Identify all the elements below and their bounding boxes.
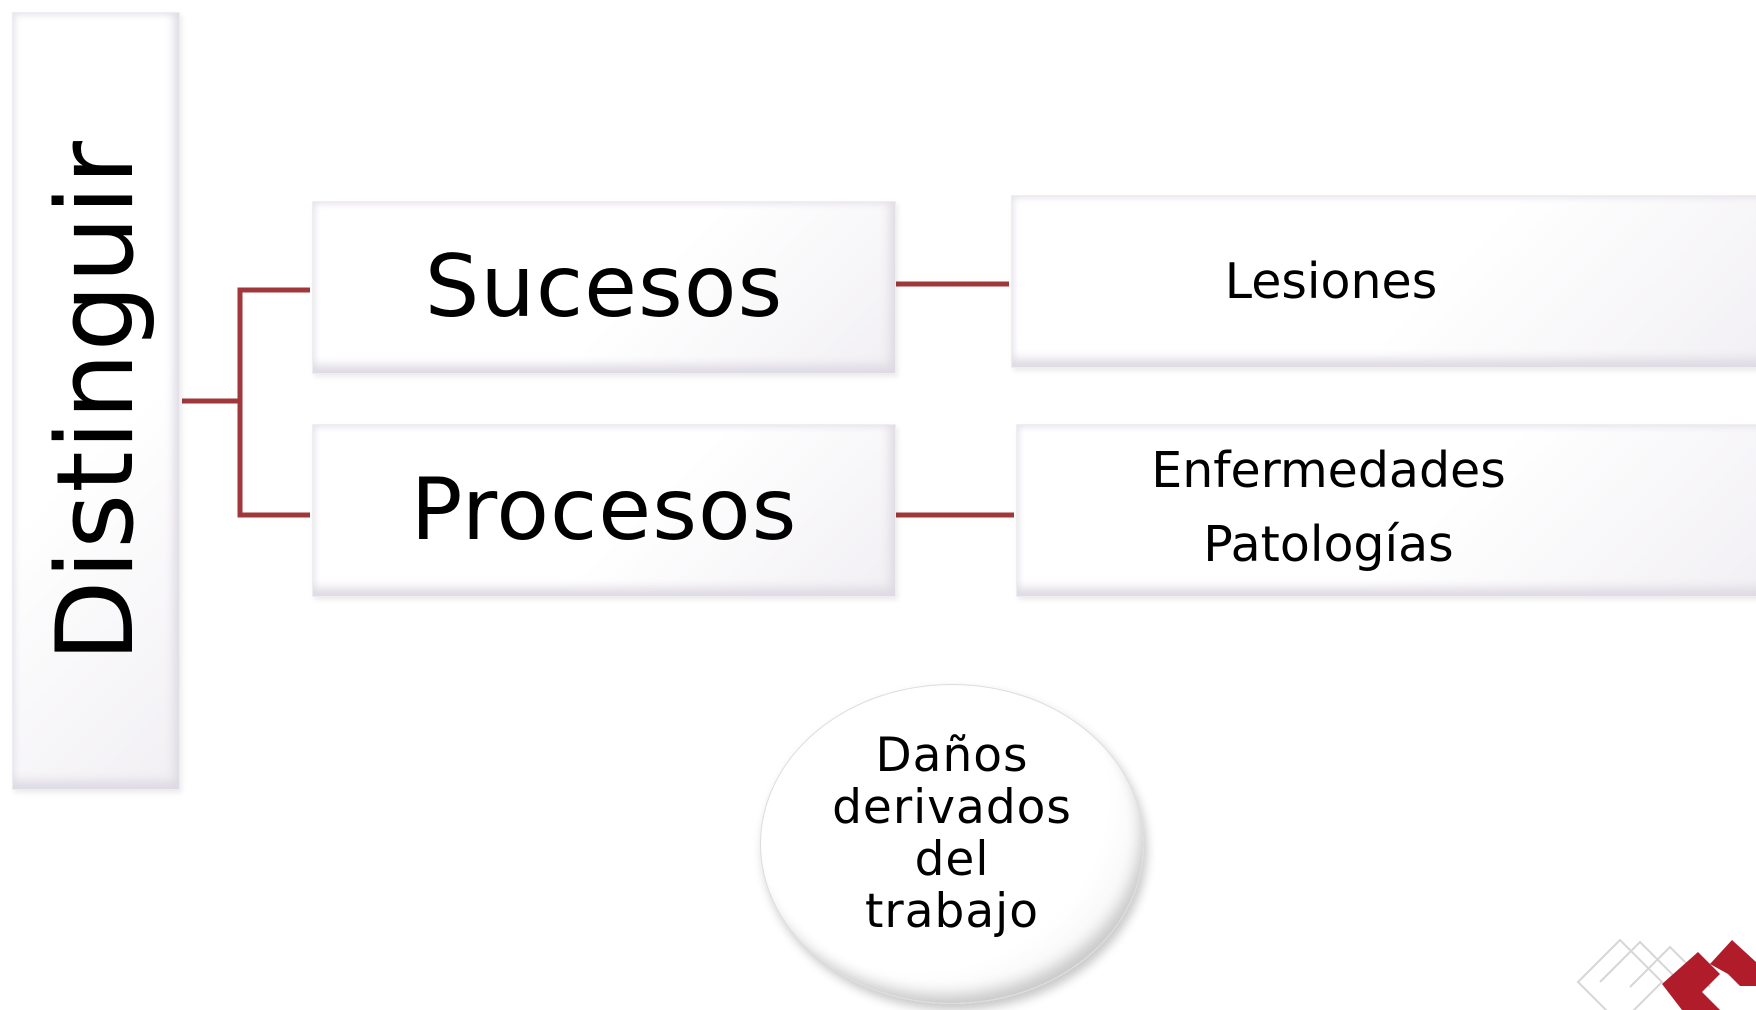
corner-logo-icon [1576,938,1756,1010]
root-label: Distinguir [34,140,157,662]
circle-line-3: del [914,832,990,887]
root-box-distinguir: Distinguir [12,12,180,790]
branch-label-sucesos: Sucesos [424,236,784,337]
circle-line-1: Daños [875,728,1029,783]
connector-bracket [237,287,310,518]
center-circle-danos: Daños derivados del trabajo [760,684,1144,1004]
result-box-lesiones: Lesiones [1011,195,1756,368]
result-label-patologias: Patologías [1203,515,1454,573]
branch-box-procesos: Procesos [312,424,896,597]
result-label-enfermedades: Enfermedades [1151,441,1506,499]
result-label-stack: Enfermedades Patologías [1151,434,1505,582]
circle-line-2: derivados [832,780,1072,835]
circle-line-4: trabajo [864,884,1039,939]
branch-label-procesos: Procesos [410,459,798,560]
result-box-enfermedades: Enfermedades Patologías [1016,424,1756,597]
result-label-lesiones: Lesiones [1224,252,1438,310]
branch-box-sucesos: Sucesos [312,201,896,374]
